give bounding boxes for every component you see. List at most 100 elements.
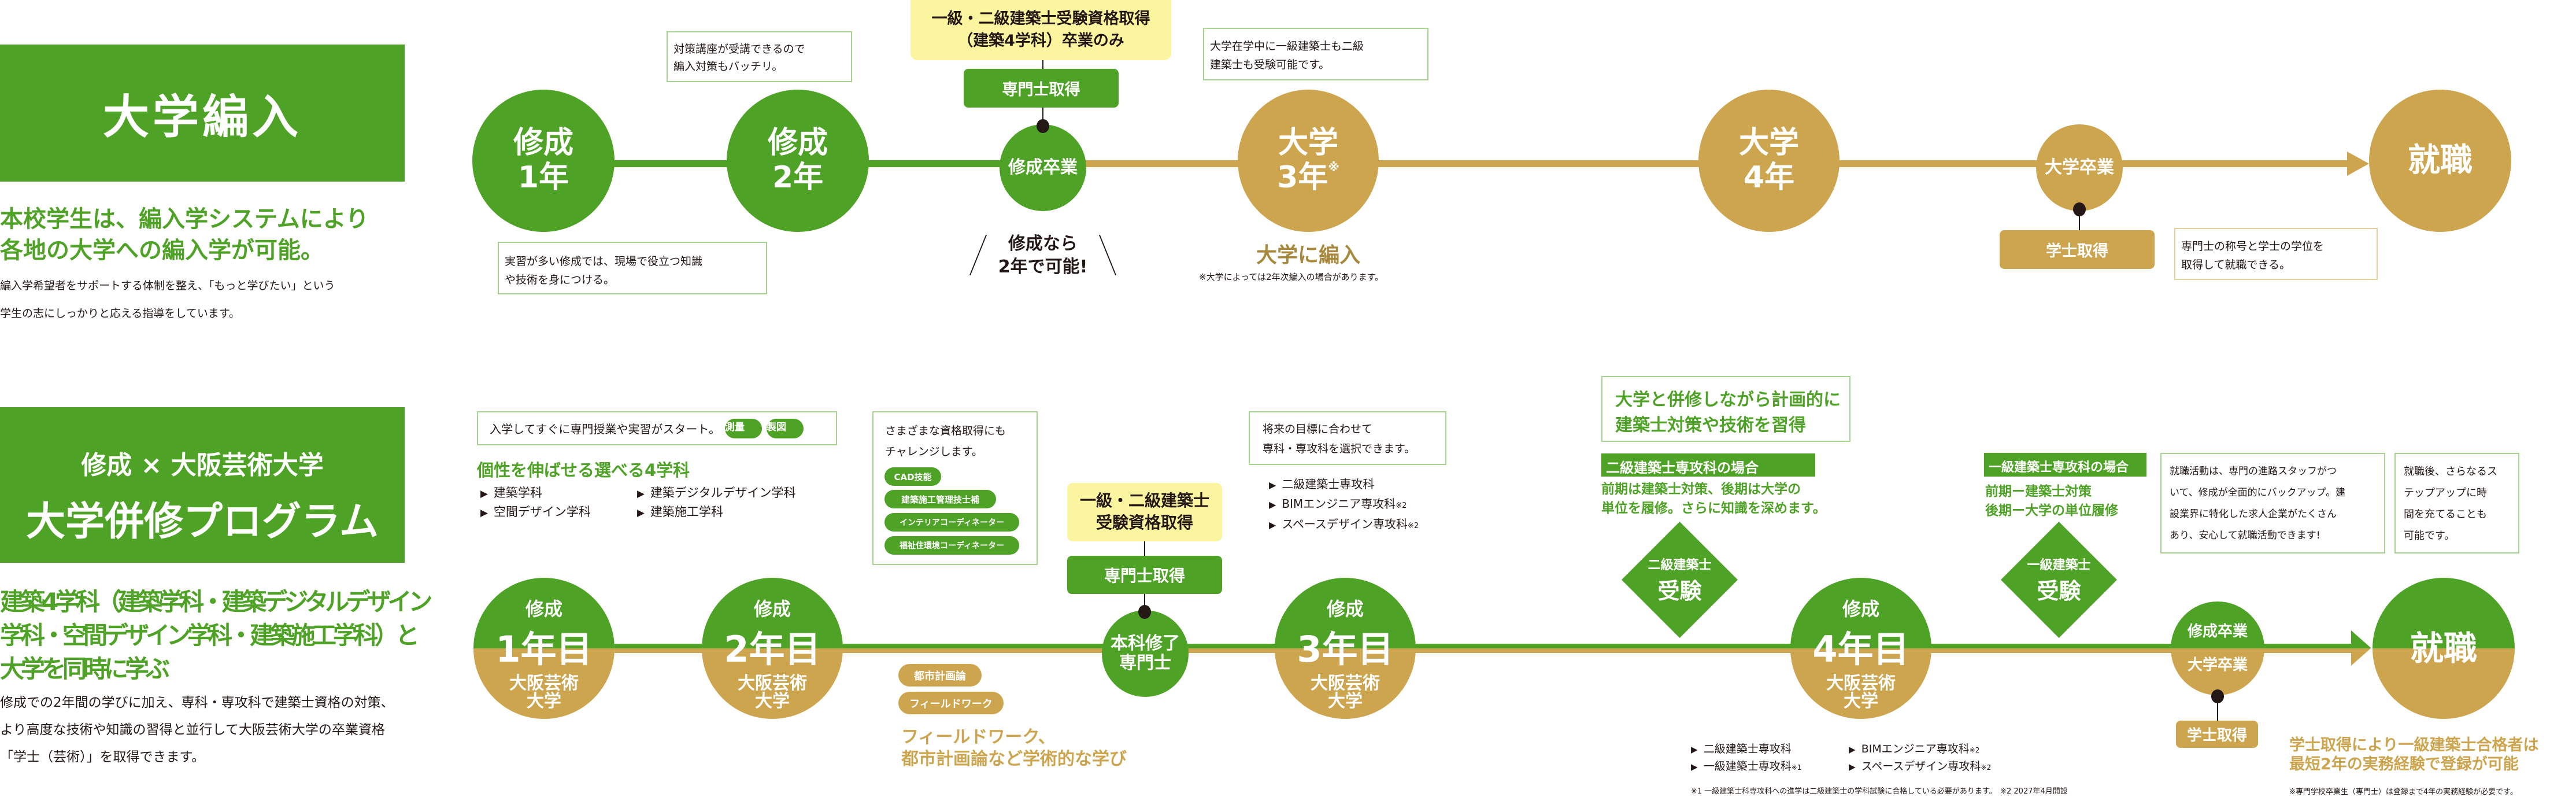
exam-label: 一級建築士 [2027,558,2091,573]
badge-label: 学士取得 [2046,242,2108,260]
transfer-title: 大学編入 [103,90,302,144]
transfer-label: 大学に編入 [1256,243,1360,267]
node-label: 専門士 [1119,653,1171,673]
node-shusei-year1: 修成 1年 [472,90,615,232]
qualification-box: 一級・二級建築士受験資格取得 （建築4学科）卒業のみ [911,0,1171,60]
badge-survey: 測量 [725,418,762,438]
exam-label: 二級建築士 [1648,558,1712,573]
note-line: 将来の目標に合わせて [1263,423,1373,436]
node-label: 大学 [1278,126,1338,161]
note-line: 就職活動は、専門の進路スタッフがつ [2170,466,2337,477]
node-employment: 就職 [2373,578,2515,719]
two-year-callout: 修成なら 2年で可能! [969,231,1117,278]
dual-lead: 建築4学科（建築学科・建築デジタルデザイン 学科・空間デザイン学科・建築施工学科… [0,585,432,686]
exam-label: 受験 [2037,578,2081,604]
body-line: 修成での2年間の学びに加え、専科・専攻科で建築士資格の対策、 [0,695,394,710]
lead-line: 大学を同時に学ぶ [0,655,170,683]
node-university-year4: 大学 4年 [1698,90,1840,232]
node-bottom: 大学 [1328,691,1363,711]
note-line: 取得して就職できる。 [2181,259,2291,271]
text-line: 都市計画論など学術的な学び [901,749,1127,769]
node-top: 修成 [1842,598,1879,620]
note-line: チャレンジします。 [885,445,983,458]
lead-line: 建築4学科（建築学科・建築デジタルデザイン [0,588,432,616]
case-second-class-label: 二級建築士専攻科の場合 [1601,453,1815,477]
case-first-class-text: 前期ー建築士対策 後期ー大学の単位履修 [1985,482,2118,521]
qualification-pill: 建築施工管理技士補 [884,490,996,508]
text-line: 単位を履修。さらに知識を深めます。 [1601,501,1826,516]
note-start: 入学してすぐに専門授業や実習がスタート。 測量 製図 [477,411,837,445]
connector-line [1144,541,1145,556]
note-line: 対策講座が受講できるので [673,43,805,56]
course-item: 二級建築士専攻科 [1269,475,1374,492]
note-line: 可能です。 [2404,530,2455,542]
qual-line: 一級・二級建築士受験資格取得 [931,10,1150,28]
note-prep-course: 対策講座が受講できるので 編入対策もバッチリ。 [667,31,852,82]
bachelor-badge: 学士取得 [2000,230,2155,269]
case-second-class-text: 前期は建築士対策、後期は大学の 単位を履修。さらに知識を深めます。 [1601,480,1826,518]
department-item: 建築施工学科 [637,503,723,520]
course-label: BIMエンジニア専攻科 [1282,497,1396,511]
node-top: 修成卒業 [2187,623,2248,640]
note-line: 専科・専攻科を選択できます。 [1263,442,1416,455]
senmonshi-badge: 専門士取得 [964,69,1119,108]
note-university: 大学在学中に一級建築士も二級 建築士も受験可能です。 [1203,28,1428,80]
transfer-note: ※大学によっては2年次編入の場合があります。 [1199,272,1384,282]
lead-line: 学科・空間デザイン学科・建築施工学科）と [0,621,420,650]
note-line: 編入対策もバッチリ。 [673,60,783,73]
node-bottom: 大阪芸術 [509,673,579,693]
note-line: や技術を身につける。 [505,274,615,286]
node-graduation: 修成卒業 大学卒業 [2171,602,2264,695]
arrow-head-icon [2347,152,2369,176]
course-label: 一級建築士専攻科 [1703,760,1792,773]
node-label: 3年※ [1277,160,1339,195]
connector-line [1144,594,1145,607]
node-label: 修成卒業 [1008,157,1078,178]
body-line: より高度な技術や知識の習得と並行して大阪芸術大学の卒業資格 [0,722,385,737]
body-line: 「学士（芸術）」を取得できます。 [0,750,205,765]
node-top: 修成 [753,598,791,620]
node-top: 修成 [525,598,562,620]
node-label: 4年 [1743,160,1795,195]
course-label: BIMエンジニア専攻科 [1861,743,1970,755]
exam-second-class-diamond: 二級建築士 受験 [1622,522,1738,638]
node-bottom: 大学 [527,691,561,711]
qual-line: （建築4学科）卒業のみ [957,32,1124,50]
note-line: いて、修成が全面的にバックアップ。建 [2170,487,2346,499]
course-item: 二級建築士専攻科 [1691,740,1792,756]
node-year: 1年目 [495,628,593,670]
connector-line [1042,108,1043,122]
note-line: 設業界に特化した求人企業がたくさん [2170,508,2337,520]
course-label: 二級建築士専攻科 [1282,477,1375,491]
node-bottom: 大学 [755,691,790,711]
plan-line: 建築士対策や技術を習得 [1615,415,1806,436]
note-line: 建築士も受験可能です。 [1210,58,1330,71]
connector-dot [1037,119,1049,133]
connector-line [2079,214,2080,230]
text-line: フィールドワーク、 [901,727,1056,747]
node-shusei-graduation: 修成卒業 [1000,124,1086,211]
node-year: 2年目 [724,628,821,670]
timeline-gold [615,648,2352,653]
node-shusei-year2: 修成 2年 [727,90,869,232]
footnote-mark: ※2 [1407,522,1419,530]
note-employment: 専門士の称号と学士の学位を 取得して就職できる。 [2174,228,2378,280]
node-year-3: 修成 3年目 大阪芸術 大学 [1275,578,1416,719]
course-item: BIMエンジニア専攻科※2 [1849,740,1980,756]
footnote-mark: ※2 [1969,746,1980,754]
result-line: 最短2年の実務経験で登録が可能 [2289,755,2519,773]
node-label: 修成 [513,126,573,161]
note-line: 大学在学中に一級建築士も二級 [1210,40,1364,53]
university-tag: フィールドワーク [898,692,1004,714]
dual-subtitle: 修成 × 大阪芸術大学 [81,451,324,480]
exam-first-class-diamond: 一級建築士 受験 [2001,522,2117,638]
transfer-title-banner: 大学編入 [0,45,405,182]
result-line: 学士取得により一級建築士合格者は [2289,736,2539,754]
body-line: 編入学希望者をサポートする体制を整え、「もっと学びたい」という [0,279,335,292]
node-label: 大学卒業 [2045,157,2114,178]
node-bottom: 大阪芸術 [1311,673,1380,693]
node-label: 就職 [2408,141,2473,179]
note-step-up: 就職後、さらなるス テップアップに時 間を充てることも 可能です。 [2394,453,2519,554]
qualification-pill: インテリアコーディネーター [884,513,1019,532]
node-label: 修成 [767,126,828,161]
